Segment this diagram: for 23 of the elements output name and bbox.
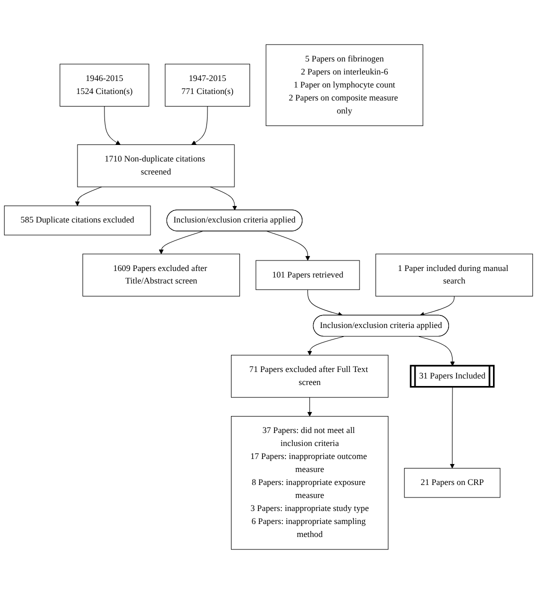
- arrow: [75, 186, 102, 206]
- arrow: [266, 230, 310, 261]
- arrow: [307, 336, 344, 356]
- node-box: 37 Papers: did not meet all inclusion criteria 17 Papers: inappropriate outcome measure 8 Papers: inappropriate exposure measure 3 Papers: inappropriate study type 6 Papers: inappropriate sampling method: [230, 416, 388, 550]
- arrow: [158, 230, 203, 254]
- node-box: 1947-2015 771 Citation(s): [164, 64, 250, 107]
- node-box: 1710 Non-duplicate citations screened: [77, 144, 235, 188]
- node-box: 1609 Papers excluded after Title/Abstract screen: [82, 254, 240, 296]
- node-box: 5 Papers on fibrinogen 2 Papers on interleukin-6 1 Paper on lymphocyte count 2 Papers on composite measure only: [266, 44, 424, 126]
- arrow: [450, 386, 455, 468]
- arrow: [210, 186, 238, 210]
- node-box: 585 Duplicate citations excluded: [4, 206, 151, 236]
- arrow: [104, 106, 121, 145]
- arrow: [420, 296, 454, 317]
- arrow: [307, 397, 312, 417]
- node-box: 71 Papers excluded after Full Text screen: [230, 354, 388, 398]
- node-box: 101 Papers retrieved: [256, 260, 360, 290]
- node-box: 1 Paper included during manual search: [376, 254, 533, 296]
- arrow: [307, 289, 343, 317]
- arrow: [191, 106, 208, 145]
- arrow: [418, 336, 455, 366]
- node-box: 21 Papers on CRP: [404, 468, 500, 498]
- node-box: 1946-2015 1524 Citation(s): [60, 64, 150, 107]
